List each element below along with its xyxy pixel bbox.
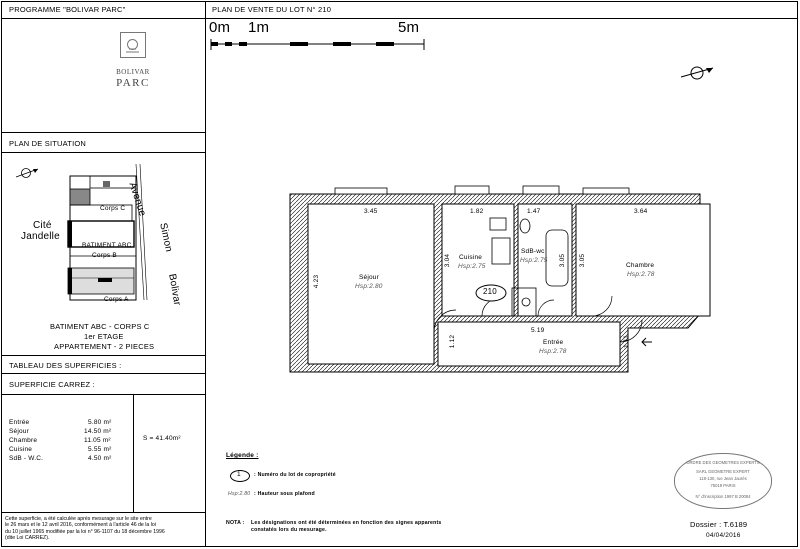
dim-cuisine-depth: 3.04 <box>444 253 452 268</box>
street-jandelle: Jandelle <box>21 231 60 242</box>
situation-caption-3: APPARTEMENT - 2 PIECES <box>54 342 155 351</box>
area-room: Entrée <box>9 419 30 426</box>
stamp-line1: ORDRE DES GEOMETRES EXPERTS <box>686 460 760 465</box>
stamp-line5: N° d'inscription 1997 B 20084 <box>695 494 751 499</box>
total-area: S = 41.40m² <box>143 435 181 442</box>
lot-number: 210 <box>483 287 497 296</box>
dim-chambre-depth: 3.05 <box>579 253 587 268</box>
legend-title: Légende : <box>226 452 259 459</box>
floor-plan <box>289 185 711 373</box>
area-room: Chambre <box>9 437 38 444</box>
plan-title: PLAN DE VENTE DU LOT N° 210 <box>212 5 332 14</box>
block-corps-c: Corps C <box>100 205 126 212</box>
footnote-line: du 10 juillet 1965 modifiée par la loi n… <box>5 528 165 535</box>
dim-door-width: 1.11 <box>622 335 630 348</box>
situation-caption-2: 1er ETAGE <box>84 332 124 341</box>
area-room: Séjour <box>9 428 29 435</box>
footnote-line: le 26 mars et le 12 avril 2016, conformé… <box>5 522 156 529</box>
area-room: SdB - W.C. <box>9 455 44 462</box>
area-room: Cuisine <box>9 446 33 453</box>
room-entree-hsp: Hsp:2.78 <box>539 348 567 355</box>
stamp-line4: 75019 PARIS <box>710 483 736 488</box>
room-cuisine-name: Cuisine <box>459 254 483 261</box>
block-corps-a: Corps A <box>104 296 129 303</box>
room-sejour-hsp: Hsp:2.80 <box>355 283 383 290</box>
area-value: 11.05 m² <box>84 437 111 444</box>
areas-divider <box>133 394 134 512</box>
dim-sdb-depth: 3.05 <box>559 253 567 268</box>
nota-line1: Les désignations ont été déterminées en … <box>251 520 442 526</box>
emblem-icon <box>126 39 139 53</box>
footnote-line: Cette superficie, a été calculée après m… <box>5 516 152 522</box>
site-plan <box>15 163 148 301</box>
carrez-title: SUPERFICIE CARREZ : <box>9 380 95 389</box>
dossier-date: 04/04/2016 <box>706 532 741 539</box>
nota-line2: constatés lors du mesurage. <box>251 527 327 533</box>
area-value: 5.80 m² <box>88 419 112 426</box>
logo-line1: BOLIVAR <box>116 68 150 76</box>
legend-lot-text: : Numéro du lot de copropriété <box>254 472 336 478</box>
area-row: SdB - W.C. 4.50 m² <box>9 455 129 464</box>
situation-title-line <box>1 152 206 153</box>
footnote-line: (dite Loi CARREZ). <box>5 535 50 542</box>
left-panel-divider <box>205 1 206 547</box>
dim-sejour-width: 3.45 <box>364 208 378 215</box>
room-cuisine-hsp: Hsp:2.75 <box>458 263 486 270</box>
footnote: Cette superficie, a été calculée après m… <box>5 516 203 542</box>
legend-hsp-sample: Hsp:2.80 <box>228 491 251 497</box>
programme-title: PROGRAMME "BOLIVAR PARC" <box>9 5 126 14</box>
bolivar-parc-logo: BOLIVAR PARC <box>112 30 164 95</box>
block-batiment: BATIMENT ABC <box>82 242 132 249</box>
dim-entree-width: 5.19 <box>531 327 545 334</box>
scale-label-1m: 1m <box>248 19 270 36</box>
room-sejour-name: Séjour <box>359 274 379 281</box>
room-chambre-name: Chambre <box>626 262 655 269</box>
dim-sejour-depth: 4.23 <box>313 274 321 289</box>
carrez-bottom-line <box>1 394 206 395</box>
dim-sdb-width: 1.47 <box>527 208 541 215</box>
header-bottom-line <box>1 18 798 19</box>
block-corps-b: Corps B <box>92 252 117 259</box>
area-row: Chambre 11.05 m² <box>9 437 129 446</box>
stamp-line2: SARL GEOMETRE EXPERT <box>696 469 750 474</box>
area-value: 5.55 m² <box>88 446 112 453</box>
scale-bar <box>210 39 425 50</box>
street-cite: Cité <box>33 220 52 231</box>
dim-chambre-width: 3.64 <box>634 208 648 215</box>
situation-bottom-line <box>1 355 206 356</box>
dossier-label: Dossier : T.6189 <box>690 520 748 529</box>
scale-label-0m: 0m <box>209 19 231 36</box>
logo-line2: PARC <box>116 77 150 89</box>
area-value: 14.50 m² <box>84 428 112 435</box>
dim-cuisine-width: 1.82 <box>470 208 484 215</box>
room-entree-name: Entrée <box>543 339 564 346</box>
area-row: Cuisine 5.55 m² <box>9 446 129 455</box>
areas-bottom-line <box>1 512 206 513</box>
legend-lot-marker <box>230 470 250 482</box>
room-sdb-hsp: Hsp:2.75 <box>520 257 548 264</box>
areas-list: Entrée 5.80 m² Séjour 14.50 m² Chambre 1… <box>9 419 129 464</box>
area-row: Séjour 14.50 m² <box>9 428 129 437</box>
north-arrow-icon <box>680 66 714 80</box>
situation-caption-1: BATIMENT ABC - CORPS C <box>50 322 150 331</box>
scale-label-5m: 5m <box>398 19 420 36</box>
nota-label: NOTA : <box>226 520 245 526</box>
tableau-bottom-line <box>1 373 206 374</box>
situation-title: PLAN DE SITUATION <box>9 139 87 148</box>
tableau-title: TABLEAU DES SUPERFICIES : <box>9 361 122 370</box>
stamp-line3: 118-130, rue Jean Jaurès <box>699 476 747 481</box>
logo-emblem <box>120 32 146 58</box>
area-row: Entrée 5.80 m² <box>9 419 129 428</box>
area-value: 4.50 m² <box>88 455 112 462</box>
dim-entree-depth: 1.12 <box>449 334 457 349</box>
room-sdb-name: SdB-wc <box>521 248 545 255</box>
legend-lot-number: 1 <box>237 471 241 478</box>
room-chambre-hsp: Hsp:2.78 <box>627 271 655 278</box>
logo-bottom-line <box>1 132 206 133</box>
legend-hsp-text: : Hauteur sous plafond <box>254 491 315 497</box>
geometre-stamp: ORDRE DES GEOMETRES EXPERTS SARL GEOMETR… <box>674 453 772 509</box>
